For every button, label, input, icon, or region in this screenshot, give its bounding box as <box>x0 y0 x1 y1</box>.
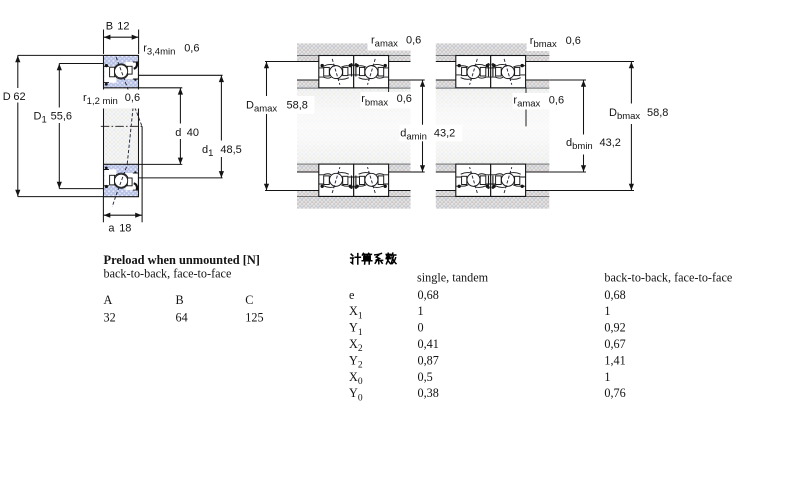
svg-text:64: 64 <box>176 310 188 324</box>
svg-text:125: 125 <box>245 310 263 324</box>
svg-text:Y0: Y0 <box>349 386 363 403</box>
svg-text:Preload when unmounted [N]: Preload when unmounted [N] <box>104 253 260 267</box>
svg-text:d40: d40 <box>175 127 199 139</box>
svg-text:1: 1 <box>604 304 610 318</box>
svg-text:D62: D62 <box>3 91 26 103</box>
svg-text:Y1: Y1 <box>349 321 363 338</box>
svg-text:0: 0 <box>418 321 424 335</box>
svg-text:0,38: 0,38 <box>418 386 439 400</box>
svg-text:0,92: 0,92 <box>604 321 625 335</box>
svg-text:0,41: 0,41 <box>418 337 439 351</box>
svg-text:A: A <box>104 293 113 307</box>
svg-text:B12: B12 <box>106 20 130 32</box>
svg-text:1: 1 <box>418 304 424 318</box>
svg-text:X2: X2 <box>349 337 363 354</box>
svg-text:single, tandem: single, tandem <box>417 270 489 284</box>
svg-text:B: B <box>176 293 184 307</box>
svg-text:0,76: 0,76 <box>604 386 625 400</box>
svg-text:1,41: 1,41 <box>604 353 625 367</box>
svg-text:0,68: 0,68 <box>604 288 625 302</box>
svg-text:e: e <box>349 288 354 302</box>
svg-text:a18: a18 <box>108 223 131 235</box>
svg-text:1: 1 <box>604 370 610 384</box>
svg-text:0,5: 0,5 <box>418 370 433 384</box>
svg-text:back-to-back, face-to-face: back-to-back, face-to-face <box>104 266 232 280</box>
svg-text:X0: X0 <box>349 370 363 387</box>
svg-text:0,67: 0,67 <box>604 337 625 351</box>
svg-text:Y2: Y2 <box>349 353 363 370</box>
svg-text:C: C <box>245 293 253 307</box>
svg-text:0,68: 0,68 <box>418 288 439 302</box>
svg-text:X1: X1 <box>349 304 363 321</box>
svg-text:0,87: 0,87 <box>418 353 439 367</box>
svg-text:back-to-back, face-to-face: back-to-back, face-to-face <box>604 270 732 284</box>
svg-text:32: 32 <box>104 310 116 324</box>
